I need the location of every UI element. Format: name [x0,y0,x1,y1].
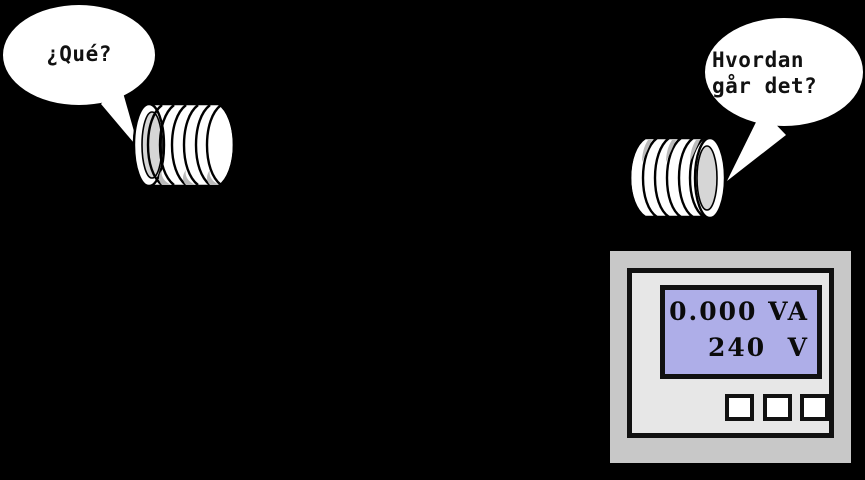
speech-bubble-right-line2: går det? [712,73,818,98]
tin-can-left [132,102,236,188]
energy-meter-device: 0.000 VA 240 V [610,251,851,463]
speech-bubble-right [705,18,863,181]
meter-button-3[interactable] [800,393,829,421]
meter-button-row [725,391,829,423]
meter-lcd-display: 0.000 VA 240 V [660,285,822,379]
speech-bubble-right-line1: Hvordan [712,48,805,72]
speech-bubble-left-text: ¿Qué? [46,42,112,66]
tin-can-right [628,136,727,220]
meter-button-2[interactable] [762,393,792,421]
lcd-reading-voltage: 240 V [708,333,809,362]
meter-button-1[interactable] [725,393,754,421]
meter-front-panel: 0.000 VA 240 V [627,268,834,438]
speech-bubble-left [3,5,155,149]
lcd-reading-power: 0.000 VA [669,297,809,326]
